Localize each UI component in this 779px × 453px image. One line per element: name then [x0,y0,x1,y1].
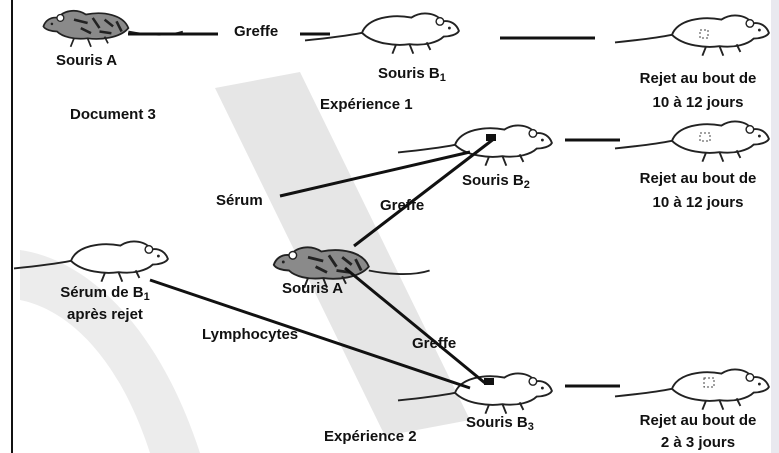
line-serum-b1-to-b3 [149,278,471,390]
graft-patch-b2 [486,134,496,141]
outcome-1-line1: Rejet au bout de [639,70,757,87]
connector-lines [128,32,620,390]
outcome-1-line2: 10 à 12 jours [652,94,744,111]
outcome-2-line2: 10 à 12 jours [652,194,744,211]
experience-1-label: Expérience 1 [320,96,413,113]
serum-b1-label: Sérum de B1 après rejet [40,284,170,324]
mouse-b3-label: Souris B3 [466,414,534,433]
mouse-b2-result [614,120,770,163]
outcome-2: Rejet au bout de 10 à 12 jours [618,170,778,212]
line-serum-to-b2 [279,150,471,198]
graft-outline-3 [703,377,715,388]
mouse-a-top-label: Souris A [56,52,118,69]
mouse-b2-label: Souris B2 [462,172,530,191]
serum-b1-line1: Sérum de B1 [60,284,150,303]
serum-b1-line2: après rejet [67,306,143,323]
graft-outline-2 [699,132,711,142]
mouse-b2 [397,124,553,167]
line-a-to-b3 [344,266,486,385]
watermark-curve [20,250,200,453]
document-title: Document 3 [70,106,156,123]
experience-2-label: Expérience 2 [324,428,417,445]
outcome-3-line1: Rejet au bout de [639,412,757,429]
greffe-label-mid: Greffe [380,197,425,214]
greffe-label-low: Greffe [412,335,457,352]
mouse-b3-result [614,368,770,411]
mouse-b1-label: Souris B1 [378,65,446,84]
serum-label: Sérum [216,192,263,209]
left-border [0,0,13,453]
right-margin [771,0,779,453]
greffe-label-top: Greffe [234,23,279,40]
mouse-a-middle-label: Souris A [282,280,344,297]
mouse-b1-result [614,14,770,57]
outcome-3-line2: 2 à 3 jours [660,434,736,451]
outcome-1: Rejet au bout de 10 à 12 jours [618,70,778,112]
lymphocytes-label: Lymphocytes [202,326,299,343]
graft-patch-b3 [484,378,494,385]
mouse-a-top [42,9,185,49]
line-a-to-b2 [353,136,496,248]
outcome-2-line1: Rejet au bout de [639,170,757,187]
outcome-3: Rejet au bout de 2 à 3 jours [618,412,778,452]
graft-outline-1 [699,29,709,39]
